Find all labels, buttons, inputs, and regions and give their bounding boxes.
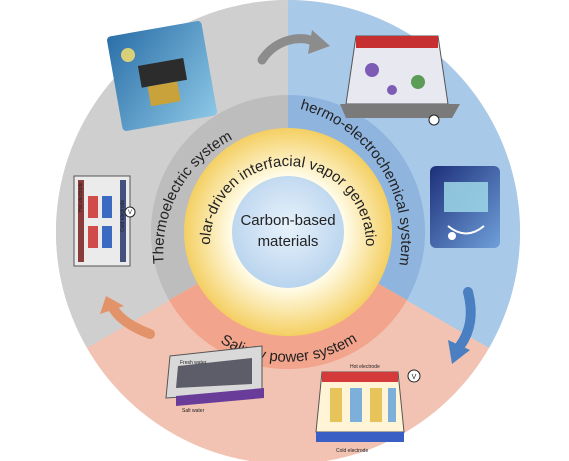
voltmeter-label-right: V	[412, 374, 417, 381]
center-circle	[232, 176, 344, 288]
thermoelectric-photo-thumbnail	[107, 21, 217, 131]
cold-electrode-label-left: Cold electrode	[120, 200, 126, 232]
cold-electrode-label-right: Cold electrode	[336, 448, 368, 454]
fresh-water-label: Fresh water	[180, 360, 207, 366]
thermo-electrochemical-cell-thumbnail	[340, 35, 460, 126]
voltmeter-label-left: V	[128, 210, 132, 216]
hot-electrode-label-right: Hot electrode	[350, 364, 380, 370]
arrow-blue-icon	[448, 287, 476, 364]
hot-electrode-label-left: Hot electrode	[78, 182, 84, 212]
salinity-membrane-thumbnail: Fresh water Salt water	[165, 345, 264, 414]
arrow-gray-icon	[257, 30, 330, 65]
salt-water-label: Salt water	[182, 408, 205, 414]
center-label-line1: Carbon-based	[240, 212, 335, 229]
salinity-device-thumbnail: Hot electrode Cold electrode V	[315, 364, 421, 454]
thermoelectric-device-thumbnail: Hot electrode Cold electrode V	[73, 175, 136, 267]
center-label-line2: materials	[258, 233, 319, 250]
thermo-electrochemical-photo-thumbnail	[430, 166, 500, 248]
arrow-orange-icon	[100, 296, 155, 339]
